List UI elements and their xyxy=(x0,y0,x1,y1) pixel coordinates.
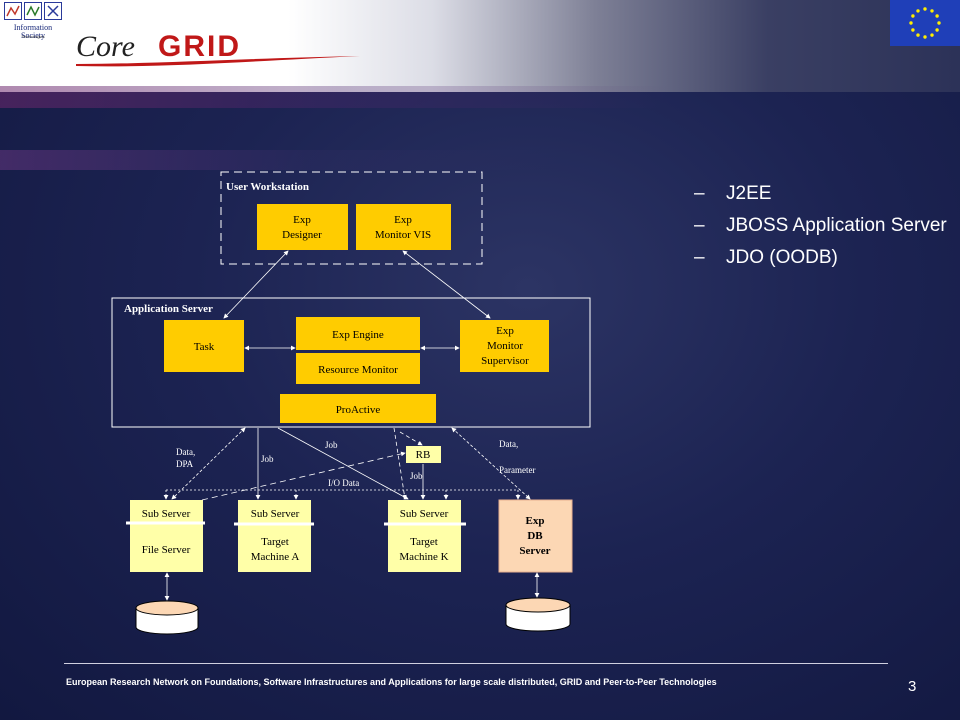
bullet-dash: – xyxy=(694,183,705,204)
eu-star-icon xyxy=(911,14,915,18)
bullet-item: –JBOSS Application Server xyxy=(694,214,954,237)
eu-star-icon xyxy=(935,28,939,32)
file-server-top-label: Sub Server xyxy=(142,508,191,520)
monitorvis-supervisor-edge xyxy=(402,250,491,319)
footer-divider xyxy=(64,663,888,664)
proactive-rb-edge xyxy=(399,431,423,446)
file-server-bottom-label: File Server xyxy=(142,544,191,556)
ist-tile-icon xyxy=(4,2,22,20)
exp-designer-label-1: Exp xyxy=(293,214,311,226)
exp-designer-node xyxy=(257,204,348,250)
file-server-node xyxy=(130,500,203,572)
bullet-text: JBOSS Application Server xyxy=(726,215,947,236)
target-machine-a-label-1: Target xyxy=(261,536,289,548)
header-background xyxy=(0,0,960,92)
eu-star-icon xyxy=(930,9,934,13)
bullet-text: JDO (OODB) xyxy=(726,247,838,268)
coregrid-logo-grid: GRID xyxy=(158,30,241,63)
ist-logo-subtext: Technologies xyxy=(21,34,45,39)
eu-star-icon xyxy=(930,33,934,37)
task-node xyxy=(164,320,244,372)
target-machine-k-node xyxy=(388,500,461,572)
exp-monitor-supervisor-label-3: Supervisor xyxy=(481,355,529,367)
exp-database-icon xyxy=(505,597,571,632)
data-parameter-label-1: Data, xyxy=(499,439,518,449)
workstation-group xyxy=(220,171,483,265)
eu-star-icon xyxy=(911,28,915,32)
bullet-dash: – xyxy=(694,247,705,268)
eu-star-icon xyxy=(935,14,939,18)
rb-node xyxy=(406,446,441,463)
data-dpa-edge xyxy=(171,427,246,500)
io-data-label: I/O Data xyxy=(328,478,359,488)
data-parameter-label-2: Parameter xyxy=(499,465,535,475)
eu-star-icon xyxy=(916,9,920,13)
exp-db-server-label-2: DB xyxy=(527,530,543,542)
exp-monitor-vis-node xyxy=(356,204,451,250)
target-machine-a-label-2: Machine A xyxy=(251,551,300,563)
file-rb-edge xyxy=(201,451,406,501)
proactive-label: ProActive xyxy=(336,404,381,416)
app-server-group xyxy=(111,297,591,428)
page-number: 3 xyxy=(908,678,917,695)
resource-monitor-node xyxy=(296,353,420,384)
rb-label: RB xyxy=(416,449,431,461)
eu-star-icon xyxy=(909,21,913,25)
proactive-node xyxy=(280,394,436,423)
ist-logo-text: Information Society xyxy=(13,23,53,40)
bullet-item: –J2EE xyxy=(694,182,954,205)
designer-task-edge xyxy=(223,250,289,319)
workstation-group-label: User Workstation xyxy=(226,181,309,193)
eu-stars xyxy=(909,7,941,39)
bullet-text: J2EE xyxy=(726,183,772,204)
eu-flag xyxy=(890,0,960,46)
data-dpa-label-1: Data, xyxy=(176,447,195,457)
bullet-list: –J2EE –JBOSS Application Server –JDO (OO… xyxy=(694,182,954,278)
target-machine-k-label-2: Machine K xyxy=(399,551,448,563)
footer-text: European Research Network on Foundations… xyxy=(66,677,717,687)
header-accent-band xyxy=(0,86,960,108)
exp-db-server-label-3: Server xyxy=(519,545,550,557)
eu-star-icon xyxy=(923,7,927,11)
app-server-group-label: Application Server xyxy=(124,303,213,315)
data-parameter-edge xyxy=(451,427,531,500)
job-mid-edge xyxy=(277,427,409,500)
exp-monitor-vis-label-1: Exp xyxy=(394,214,412,226)
ist-tile-icon xyxy=(44,2,62,20)
job-mid-label: Job xyxy=(325,440,338,450)
exp-monitor-vis-label-2: Monitor VIS xyxy=(375,229,431,241)
ist-logo: Information Society Technologies xyxy=(2,2,64,42)
exp-db-server-node xyxy=(498,499,573,573)
bullet-dash: – xyxy=(694,215,705,236)
target-machine-k-top-label: Sub Server xyxy=(400,508,449,520)
exp-monitor-supervisor-node xyxy=(460,320,549,372)
eu-star-icon xyxy=(916,33,920,37)
data-dpa-label-2: DPA xyxy=(176,459,194,469)
coregrid-logo: Core GRID xyxy=(76,30,360,67)
target-machine-a-node xyxy=(238,500,311,572)
task-label: Task xyxy=(194,341,215,353)
exp-monitor-supervisor-label-1: Exp xyxy=(496,325,514,337)
coregrid-logo-core: Core xyxy=(76,30,135,63)
eu-star-icon xyxy=(937,21,941,25)
target-machine-a-top-label: Sub Server xyxy=(251,508,300,520)
exp-designer-label-2: Designer xyxy=(282,229,322,241)
exp-monitor-supervisor-label-2: Monitor xyxy=(487,340,523,352)
file-database-icon xyxy=(135,600,199,635)
eu-star-icon xyxy=(923,35,927,39)
exp-engine-node xyxy=(296,317,420,350)
exp-db-server-label-1: Exp xyxy=(526,515,545,527)
rb-job-edge xyxy=(393,427,407,500)
bullet-item: –JDO (OODB) xyxy=(694,246,954,269)
title-accent-band xyxy=(0,150,560,170)
job-rb-label: Job xyxy=(410,471,423,481)
exp-engine-label: Exp Engine xyxy=(332,329,384,341)
ist-tile-icon xyxy=(24,2,42,20)
target-machine-k-label-1: Target xyxy=(410,536,438,548)
resource-monitor-label: Resource Monitor xyxy=(318,364,398,376)
job-left-label: Job xyxy=(261,454,274,464)
coregrid-swoosh xyxy=(76,56,360,67)
